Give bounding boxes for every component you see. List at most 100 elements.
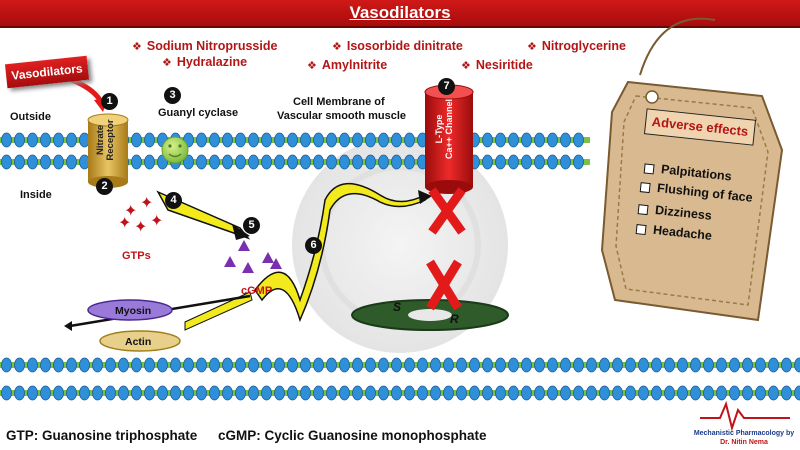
sr-s-label: S: [393, 300, 402, 314]
sr-pore: [408, 309, 452, 321]
phospholipid-head: [534, 154, 545, 170]
phospholipid-head: [495, 154, 506, 170]
phospholipid-head: [40, 385, 51, 401]
phospholipid-head: [586, 357, 597, 373]
phospholipid-head: [144, 132, 155, 148]
phospholipid-head: [1, 154, 12, 170]
phospholipid-head: [456, 385, 467, 401]
phospholipid-head: [690, 385, 701, 401]
inside-label: Inside: [20, 189, 52, 201]
ecg-logo-icon: [700, 400, 790, 432]
guanyl-cyclase-label: Guanyl cyclase: [158, 107, 239, 119]
drug-nesiritide: Nesiritide: [461, 58, 533, 72]
nitrate-receptor: [87, 113, 129, 188]
gtp-star-icon: ✦: [150, 211, 163, 230]
phospholipid-head: [339, 385, 350, 401]
cell-membrane-bottom: [0, 357, 800, 401]
phospholipid-head: [339, 357, 350, 373]
cell-membrane-label-1: Cell Membrane of: [293, 96, 385, 108]
phospholipid-head: [352, 385, 363, 401]
phospholipid-head: [768, 357, 779, 373]
drug-isosorbide-dinitrate: Isosorbide dinitrate: [332, 39, 463, 53]
slide-title: Vasodilators: [349, 3, 451, 22]
title-bar: [0, 0, 800, 28]
phospholipid-head: [664, 385, 675, 401]
phospholipid-head: [378, 154, 389, 170]
phospholipid-head: [183, 154, 194, 170]
phospholipid-head: [170, 385, 181, 401]
cgmp-triangle-icon: [262, 252, 274, 263]
phospholipid-head: [235, 385, 246, 401]
phospholipid-head: [690, 357, 701, 373]
phospholipid-head: [339, 132, 350, 148]
phospholipid-head: [222, 385, 233, 401]
gtp-star-icon: ✦: [134, 217, 147, 236]
phospholipid-head: [1, 357, 12, 373]
phospholipid-head: [209, 132, 220, 148]
step-6-badge: 6: [305, 237, 322, 254]
credit-line-1: Mechanistic Pharmacology by: [693, 430, 795, 437]
phospholipid-head: [742, 357, 753, 373]
phospholipid-head: [677, 385, 688, 401]
phospholipid-head: [235, 154, 246, 170]
phospholipid-head: [196, 132, 207, 148]
ltype-channel-label: L-Type Ca++ Channel: [434, 94, 456, 164]
phospholipid-head: [66, 154, 77, 170]
phospholipid-head: [781, 357, 792, 373]
phospholipid-head: [677, 357, 688, 373]
phospholipid-head: [105, 385, 116, 401]
phospholipid-head: [482, 357, 493, 373]
cgmp-triangles: [224, 240, 282, 273]
phospholipid-head: [14, 385, 25, 401]
phospholipid-head: [560, 154, 571, 170]
gtp-star-icon: ✦: [140, 193, 153, 212]
phospholipid-head: [521, 132, 532, 148]
cgmp-triangle-icon: [242, 262, 254, 273]
phospholipid-head: [196, 385, 207, 401]
phospholipid-head: [79, 357, 90, 373]
phospholipid-head: [261, 385, 272, 401]
phospholipid-head: [144, 385, 155, 401]
phospholipid-head: [92, 385, 103, 401]
phospholipid-head: [313, 385, 324, 401]
phospholipid-head: [404, 357, 415, 373]
phospholipid-head: [183, 385, 194, 401]
phospholipid-head: [261, 154, 272, 170]
phospholipid-head: [443, 385, 454, 401]
phospholipid-head: [508, 132, 519, 148]
phospholipid-head: [612, 385, 623, 401]
phospholipid-head: [92, 357, 103, 373]
gtps-label: GTPs: [122, 250, 151, 262]
phospholipid-head: [222, 357, 233, 373]
phospholipid-head: [755, 357, 766, 373]
phospholipid-head: [365, 154, 376, 170]
phospholipid-head: [703, 385, 714, 401]
phospholipid-head: [157, 357, 168, 373]
phospholipid-head: [560, 385, 571, 401]
phospholipid-head: [794, 357, 800, 373]
step-3-badge: 3: [164, 87, 181, 104]
ltype-line1: L-Type: [434, 114, 444, 144]
phospholipid-head: [781, 385, 792, 401]
phospholipid-head: [391, 132, 402, 148]
gtp-star-icon: ✦: [124, 201, 137, 220]
phospholipid-head: [417, 357, 428, 373]
phospholipid-head: [508, 385, 519, 401]
step-7-badge: 7: [438, 78, 455, 95]
drug-amylnitrite: Amylnitrite: [307, 58, 387, 72]
cgmp-label: cGMP: [241, 285, 273, 297]
step-1-badge: 1: [101, 93, 118, 110]
phospholipid-head: [573, 385, 584, 401]
phospholipid-head: [235, 132, 246, 148]
step-2-badge: 2: [96, 178, 113, 195]
phospholipid-head: [27, 132, 38, 148]
phospholipid-head: [378, 357, 389, 373]
phospholipid-head: [274, 357, 285, 373]
phospholipid-head: [391, 154, 402, 170]
phospholipid-head: [40, 357, 51, 373]
phospholipid-head: [729, 357, 740, 373]
phospholipid-head: [248, 132, 259, 148]
phospholipid-head: [79, 385, 90, 401]
phospholipid-head: [144, 357, 155, 373]
phospholipid-head: [664, 357, 675, 373]
